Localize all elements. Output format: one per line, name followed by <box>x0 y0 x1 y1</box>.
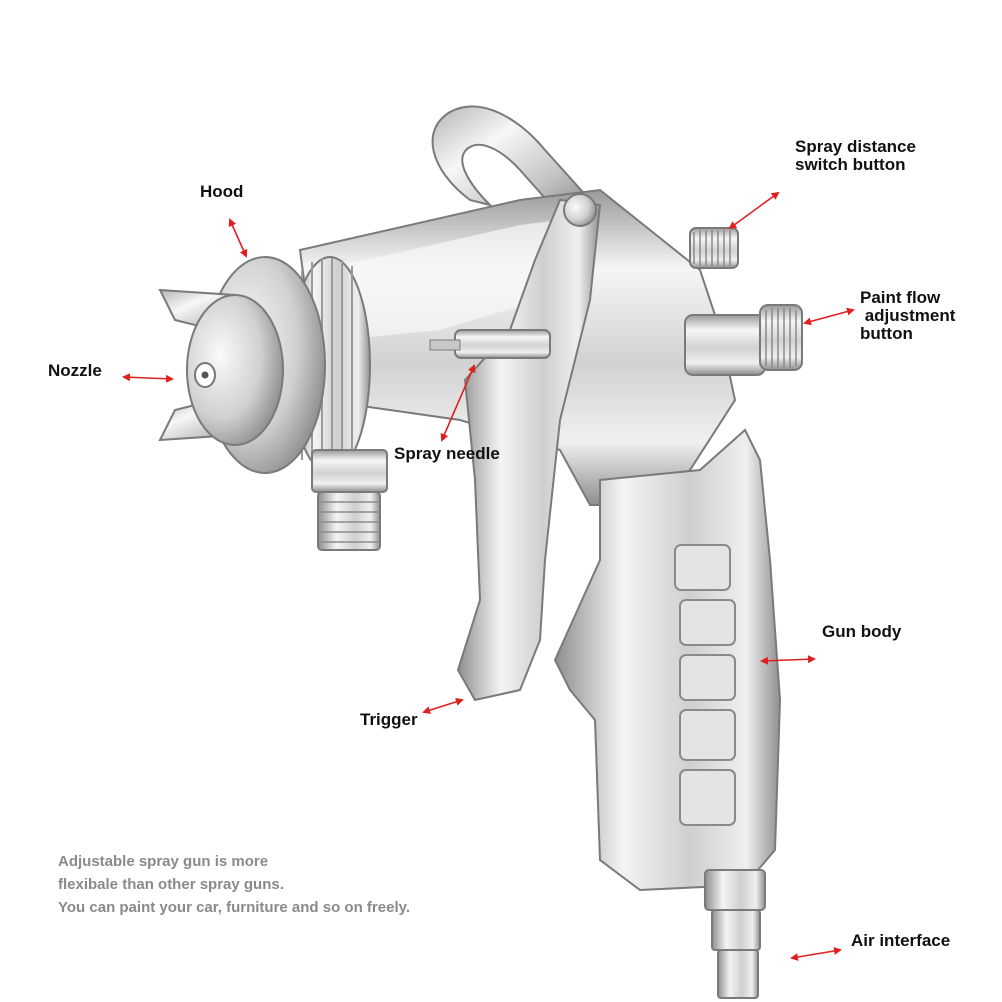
hood-arrow <box>228 218 248 258</box>
paint-flow-label: Paint flow adjustment button <box>860 288 956 343</box>
trigger-arrow <box>422 697 464 715</box>
caption-line-3: You can paint your car, furniture and so… <box>58 899 411 916</box>
product-caption: Adjustable spray gun is more flexibale t… <box>58 850 410 919</box>
spray-distance-arrow <box>728 191 780 230</box>
nozzle-cap <box>158 288 284 446</box>
trigger-label: Trigger <box>360 710 418 729</box>
spray-distance-knob <box>689 227 739 269</box>
gun-body-label: Gun body <box>822 622 902 641</box>
gun-body-arrow <box>760 655 816 665</box>
caption-line-2: flexibale than other spray guns. <box>58 876 284 893</box>
paint-flow-knob <box>684 304 803 376</box>
fluid-inlet-fitting <box>311 449 388 551</box>
hood-label: Hood <box>200 182 244 201</box>
gun-handle <box>553 428 782 892</box>
spray-needle-arrow <box>440 364 476 442</box>
nozzle-label: Nozzle <box>48 361 102 380</box>
spray-distance-label: Spray distance switch button <box>795 137 916 174</box>
air-interface-arrow <box>790 947 842 961</box>
callout-arrows <box>122 191 855 961</box>
air-interface-label: Air interface <box>851 931 951 950</box>
spray-needle-rod <box>429 329 551 359</box>
nozzle-arrow <box>122 373 174 383</box>
caption-line-1: Adjustable spray gun is more <box>58 853 269 870</box>
spray-needle-label: Spray needle <box>394 444 500 463</box>
hanger-hook <box>431 105 592 217</box>
paint-flow-arrow <box>803 307 855 326</box>
air-interface-fitting <box>704 869 766 999</box>
